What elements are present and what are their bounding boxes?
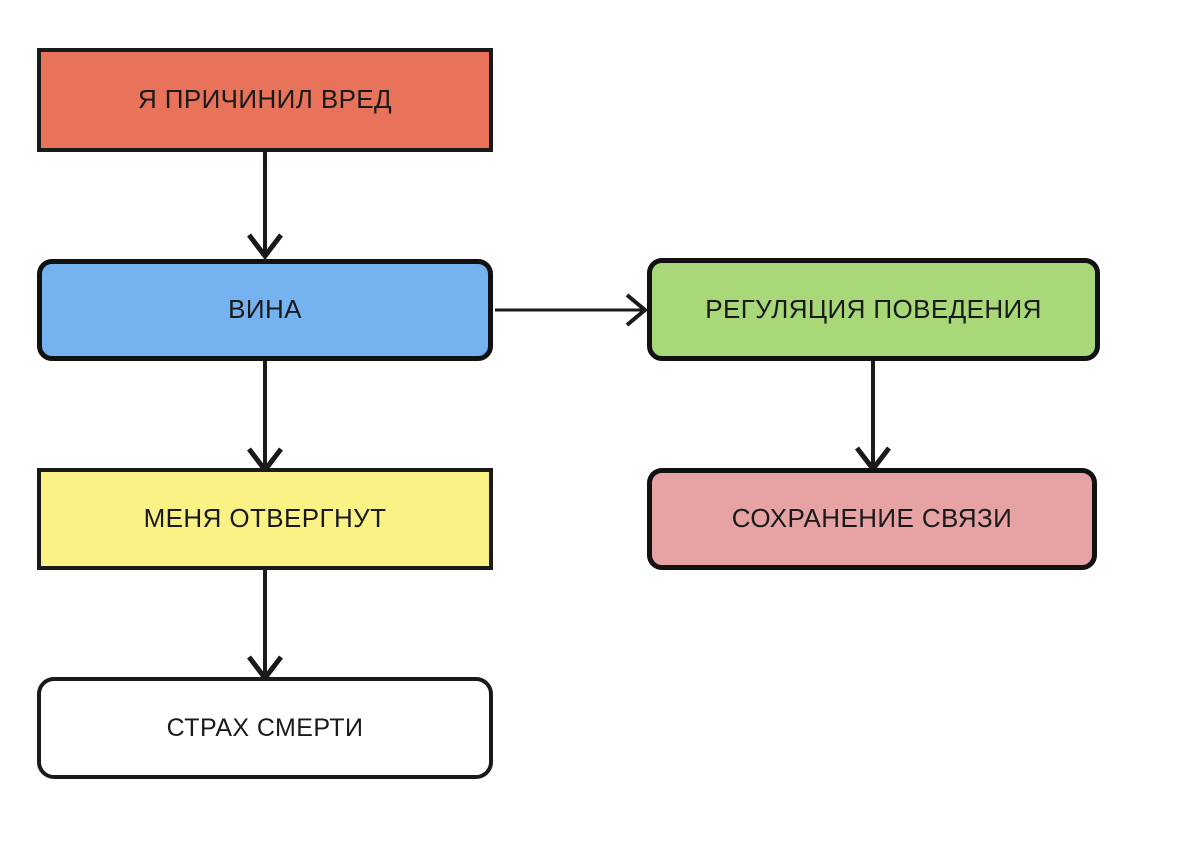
node-death-fear[interactable]: СТРАХ СМЕРТИ — [37, 677, 493, 779]
edge-guilt-to-behavior — [495, 293, 649, 327]
edge-rejected-to-death-fear — [247, 570, 283, 683]
node-guilt-label: ВИНА — [228, 294, 302, 325]
node-harm[interactable]: Я ПРИЧИНИЛ ВРЕД — [37, 48, 493, 152]
edge-harm-to-guilt — [247, 152, 283, 261]
node-connection-preservation[interactable]: СОХРАНЕНИЕ СВЯЗИ — [647, 468, 1097, 570]
edge-guilt-to-rejected — [247, 361, 283, 475]
node-behavior-regulation-label: РЕГУЛЯЦИЯ ПОВЕДЕНИЯ — [705, 293, 1042, 324]
node-connection-preservation-label: СОХРАНЕНИЕ СВЯЗИ — [731, 503, 1013, 534]
node-guilt[interactable]: ВИНА — [37, 259, 493, 361]
node-harm-label: Я ПРИЧИНИЛ ВРЕД — [137, 84, 393, 115]
edge-behavior-to-connection — [855, 361, 891, 474]
node-death-fear-label: СТРАХ СМЕРТИ — [166, 713, 364, 742]
node-behavior-regulation[interactable]: РЕГУЛЯЦИЯ ПОВЕДЕНИЯ — [647, 258, 1100, 361]
node-rejected-label: МЕНЯ ОТВЕРГНУТ — [143, 503, 387, 534]
node-rejected[interactable]: МЕНЯ ОТВЕРГНУТ — [37, 468, 493, 570]
